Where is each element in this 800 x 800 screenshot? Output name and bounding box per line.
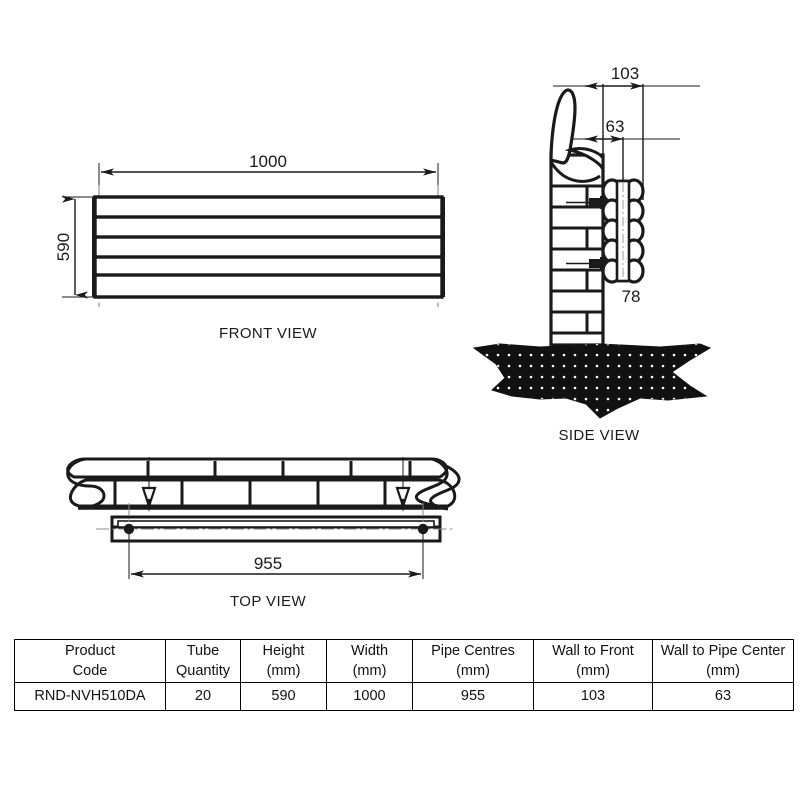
top-view-brackets [141, 457, 411, 512]
cell-wall-to-front-mm: 103 [533, 682, 653, 711]
top-pipe-centres-dimension-text: 955 [254, 554, 282, 573]
column-header-height-line2: (mm) [266, 663, 301, 679]
column-header-width-line1: Width [350, 643, 389, 659]
pipe-center-marker-left [123, 523, 135, 535]
side-view-label: SIDE VIEW [558, 427, 640, 444]
column-header-tube-quantity-line1: Tube [186, 643, 220, 659]
front-view-radiator-body [92, 195, 445, 299]
side-view-tube-stack [601, 178, 645, 284]
side-wall-to-pipe-center-dimension-text: 63 [606, 117, 625, 136]
cell-tube-quantity: 20 [165, 682, 241, 711]
column-header-pipe-centres: Pipe Centres (mm) [412, 639, 534, 683]
front-view: 1000 590 [54, 152, 445, 342]
spec-table-body: RND-NVH510DA 20 590 1000 955 103 63 [14, 682, 794, 711]
side-view-ground [472, 343, 712, 419]
spec-table: Product Code Tube Quantity Height (mm) W… [14, 639, 794, 711]
spec-table-head: Product Code Tube Quantity Height (mm) W… [14, 639, 794, 683]
column-header-pipe-centres-line1: Pipe Centres [431, 643, 515, 659]
cell-pipe-centres-mm: 955 [412, 682, 534, 711]
top-view-pipe-centers [96, 503, 456, 556]
column-header-height: Height (mm) [240, 639, 327, 683]
table-row: RND-NVH510DA 20 590 1000 955 103 63 [14, 682, 794, 711]
cell-product-code: RND-NVH510DA [14, 682, 166, 711]
cell-width-mm: 1000 [326, 682, 413, 711]
column-header-wall-to-pipe-center: Wall to Pipe Center (mm) [652, 639, 794, 683]
spec-table-header-row: Product Code Tube Quantity Height (mm) W… [14, 639, 794, 683]
pipe-center-marker-right [417, 523, 429, 535]
front-width-dimension: 1000 [101, 152, 436, 176]
column-header-height-line1: Height [262, 643, 305, 659]
column-header-product-code-line1: Product [65, 643, 115, 659]
front-height-dimension-text: 590 [54, 233, 73, 261]
front-height-dimension: 590 [54, 195, 88, 299]
front-view-label: FRONT VIEW [219, 325, 317, 342]
column-header-width: Width (mm) [326, 639, 413, 683]
side-view-brick-wall [549, 88, 605, 347]
column-header-wall-to-front: Wall to Front (mm) [533, 639, 653, 683]
top-view-brick-wall [66, 457, 461, 511]
column-header-pipe-centres-line2: (mm) [456, 663, 490, 679]
top-view-radiator-body [110, 515, 442, 543]
column-header-width-line2: (mm) [352, 663, 387, 679]
cell-height-mm: 590 [240, 682, 327, 711]
column-header-tube-quantity-line2: Quantity [176, 663, 230, 679]
side-tube-depth-dimension-text: 78 [622, 287, 641, 306]
column-header-product-code-line2: Code [72, 663, 108, 679]
column-header-wall-to-pipe-center-line1: Wall to Pipe Center [660, 643, 786, 659]
cell-wall-to-pipe-center-mm: 63 [652, 682, 794, 711]
front-width-dimension-text: 1000 [249, 152, 287, 171]
column-header-tube-quantity: Tube Quantity [165, 639, 241, 683]
side-wall-to-pipe-center-dimension: 63 [553, 117, 680, 143]
column-header-wall-to-front-line2: (mm) [576, 663, 610, 679]
column-header-wall-to-front-line1: Wall to Front [552, 643, 634, 659]
column-header-product-code: Product Code [14, 639, 166, 683]
side-view: 103 63 [472, 64, 712, 444]
top-view: 955 TOP VIEW [66, 457, 461, 610]
spec-table-wrapper: Product Code Tube Quantity Height (mm) W… [14, 639, 794, 711]
column-header-wall-to-pipe-center-line2: (mm) [706, 663, 740, 679]
side-wall-to-front-dimension-text: 103 [611, 64, 639, 83]
top-view-label: TOP VIEW [230, 593, 306, 610]
top-pipe-centres-dimension: 955 [128, 534, 424, 579]
side-wall-to-front-dimension: 103 [553, 64, 700, 90]
